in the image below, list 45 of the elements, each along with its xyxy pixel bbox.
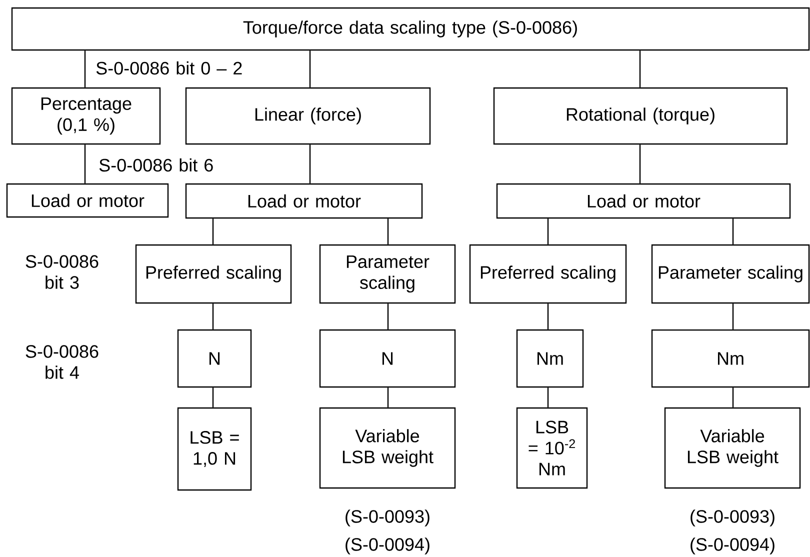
connector-line <box>732 388 734 408</box>
connector-line <box>84 144 86 184</box>
connector-line <box>547 218 549 244</box>
connector-line <box>639 50 641 88</box>
connector-line <box>387 218 389 244</box>
bit-label: S-0-0086 bit 0 – 2 <box>96 61 242 75</box>
connector-line <box>387 388 389 408</box>
box: Parameter scaling <box>319 244 456 304</box>
box: Load or motor <box>6 183 169 218</box>
connector-line <box>639 144 641 184</box>
box: Variable LSB weight <box>319 407 456 489</box>
bit-label: S-0-0086 bit 4 <box>26 345 98 379</box>
box: LSB = 10$^{-2}$ Nm <box>516 407 588 489</box>
box: N <box>177 329 252 388</box>
note: (S-0-0094) <box>690 538 774 554</box>
connector-line <box>84 50 86 88</box>
box: Percentage (0,1 %) <box>11 87 161 145</box>
connector-line <box>309 144 311 184</box>
box: Torque/force data scaling type (S-0-0086) <box>11 7 810 51</box>
note: (S-0-0094) <box>346 538 430 554</box>
box: Variable LSB weight <box>664 407 801 489</box>
connector-line <box>212 304 214 330</box>
box: Rotational (torque) <box>493 87 788 145</box>
note: (S-0-0093) <box>346 510 430 526</box>
connector-line <box>309 50 311 88</box>
connector-line <box>212 218 214 244</box>
box: Nm <box>651 329 810 388</box>
box: Parameter scaling <box>651 244 810 304</box>
connector-line <box>212 388 214 408</box>
box: Preferred scaling <box>135 244 292 304</box>
bit-label: S-0-0086 bit 6 <box>99 158 213 172</box>
connector-line <box>547 388 549 408</box>
connector-line <box>732 218 734 244</box>
note: (S-0-0093) <box>690 510 774 526</box>
bit-label: S-0-0086 bit 3 <box>26 255 98 289</box>
box: LSB = 1,0 N <box>177 407 252 491</box>
connector-line <box>732 304 734 330</box>
connector-line <box>387 304 389 330</box>
box: Load or motor <box>185 183 423 219</box>
box: N <box>319 329 456 388</box>
box: Preferred scaling <box>469 244 627 304</box>
box: Linear (force) <box>185 87 431 145</box>
box: Nm <box>516 329 584 388</box>
box: Load or motor <box>496 183 791 219</box>
connector-line <box>547 304 549 330</box>
